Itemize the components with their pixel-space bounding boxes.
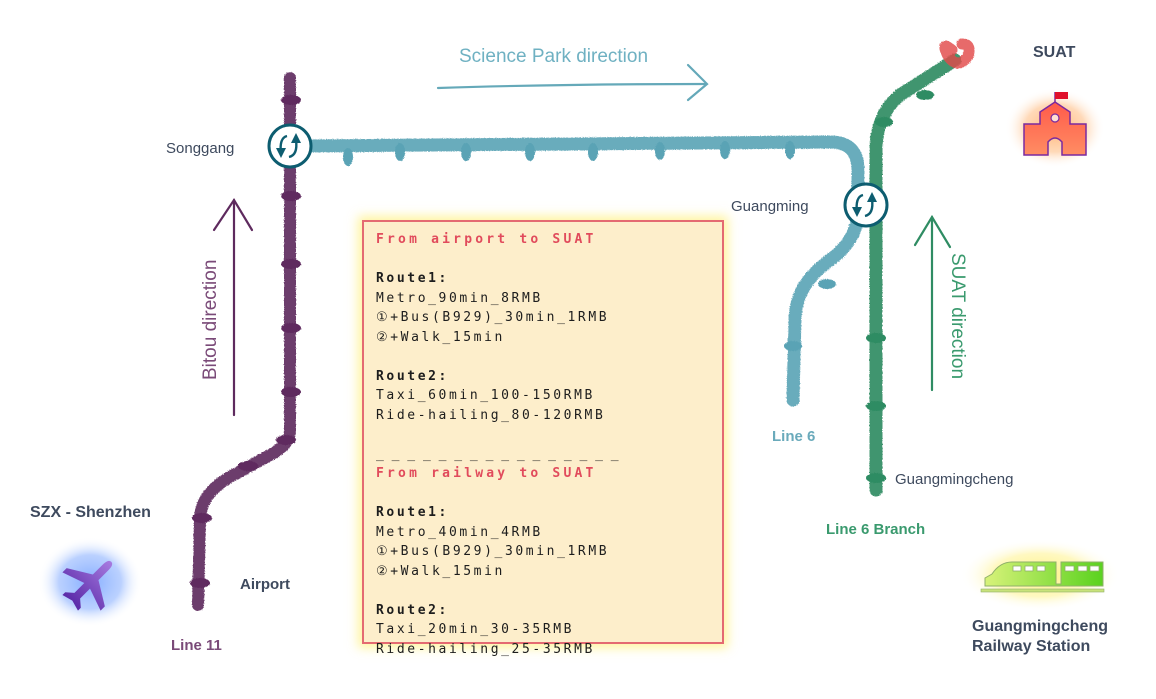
science-park-direction-arrow [436,63,709,102]
place-label-szx[interactable]: SZX - Shenzhen [30,504,151,521]
railway-route1-step: Metro_40min_4RMB [376,524,543,540]
airport-route-title: From airport to SUAT [376,232,597,247]
school-icon [1005,88,1105,168]
bitou-direction-label: Bitou direction [200,259,221,380]
station-label-guangming[interactable]: Guangming [731,198,809,215]
science-park-direction-label: Science Park direction [459,46,649,67]
railway-route2-option: Taxi_20min_30-35RMB [376,622,575,637]
line-label-line-6-branch: Line 6 Branch [826,521,926,538]
airport-route2-option: Taxi_60min_100-150RMB [376,388,595,403]
interchange-icon-songgang[interactable] [267,123,313,169]
place-label-railway-station-line1[interactable]: Guangmingcheng [972,618,1108,635]
airport-route2-option: Ride-hailing_80-120RMB [376,407,606,423]
suat-terminus-marker [939,38,975,69]
railway-route2-option: Ride-hailing_25-35RMB [376,641,595,657]
railway-route2-label: Route2: [376,602,449,618]
line-label-line-11: Line 11 [171,637,222,654]
line-11-track [190,72,301,611]
station-label-songgang[interactable]: Songgang [166,140,235,157]
train-icon [960,539,1120,611]
railway-route1-label: Route1: [376,505,449,520]
station-label-guangmingcheng[interactable]: Guangmingcheng [895,471,1014,488]
suat-direction-arrow [913,214,952,392]
railway-route1-step: ①+Bus(B929)_30min_1RMB [376,544,610,559]
airport-route1-label: Route1: [376,271,449,286]
route-info-panel: From airport to SUAT Route1: Metro_90min… [362,220,724,657]
airport-route1-step: ②+Walk_15min [376,329,505,345]
panel-separator: _ _ _ _ _ _ _ _ _ _ _ _ _ _ _ _ [376,446,619,462]
airport-route1-step: ①+Bus(B929)_30min_1RMB [376,310,610,325]
place-label-railway-station-line2[interactable]: Railway Station [972,638,1091,655]
airport-route2-label: Route2: [376,368,449,384]
railway-route1-step: ②+Walk_15min [376,563,505,579]
line-label-line-6: Line 6 [772,428,816,445]
interchange-icon-guangming[interactable] [843,182,889,228]
railway-route-title: From railway to SUAT [376,466,597,481]
bitou-direction-arrow [212,197,254,417]
place-label-suat[interactable]: SUAT [1033,44,1076,61]
airplane-icon [38,537,142,627]
suat-direction-label: SUAT direction [947,253,968,380]
line-6-track [293,135,865,407]
airport-route1-step: Metro_90min_8RMB [376,290,543,306]
station-label-airport[interactable]: Airport [240,576,290,593]
line-6-branch-track [866,38,975,497]
